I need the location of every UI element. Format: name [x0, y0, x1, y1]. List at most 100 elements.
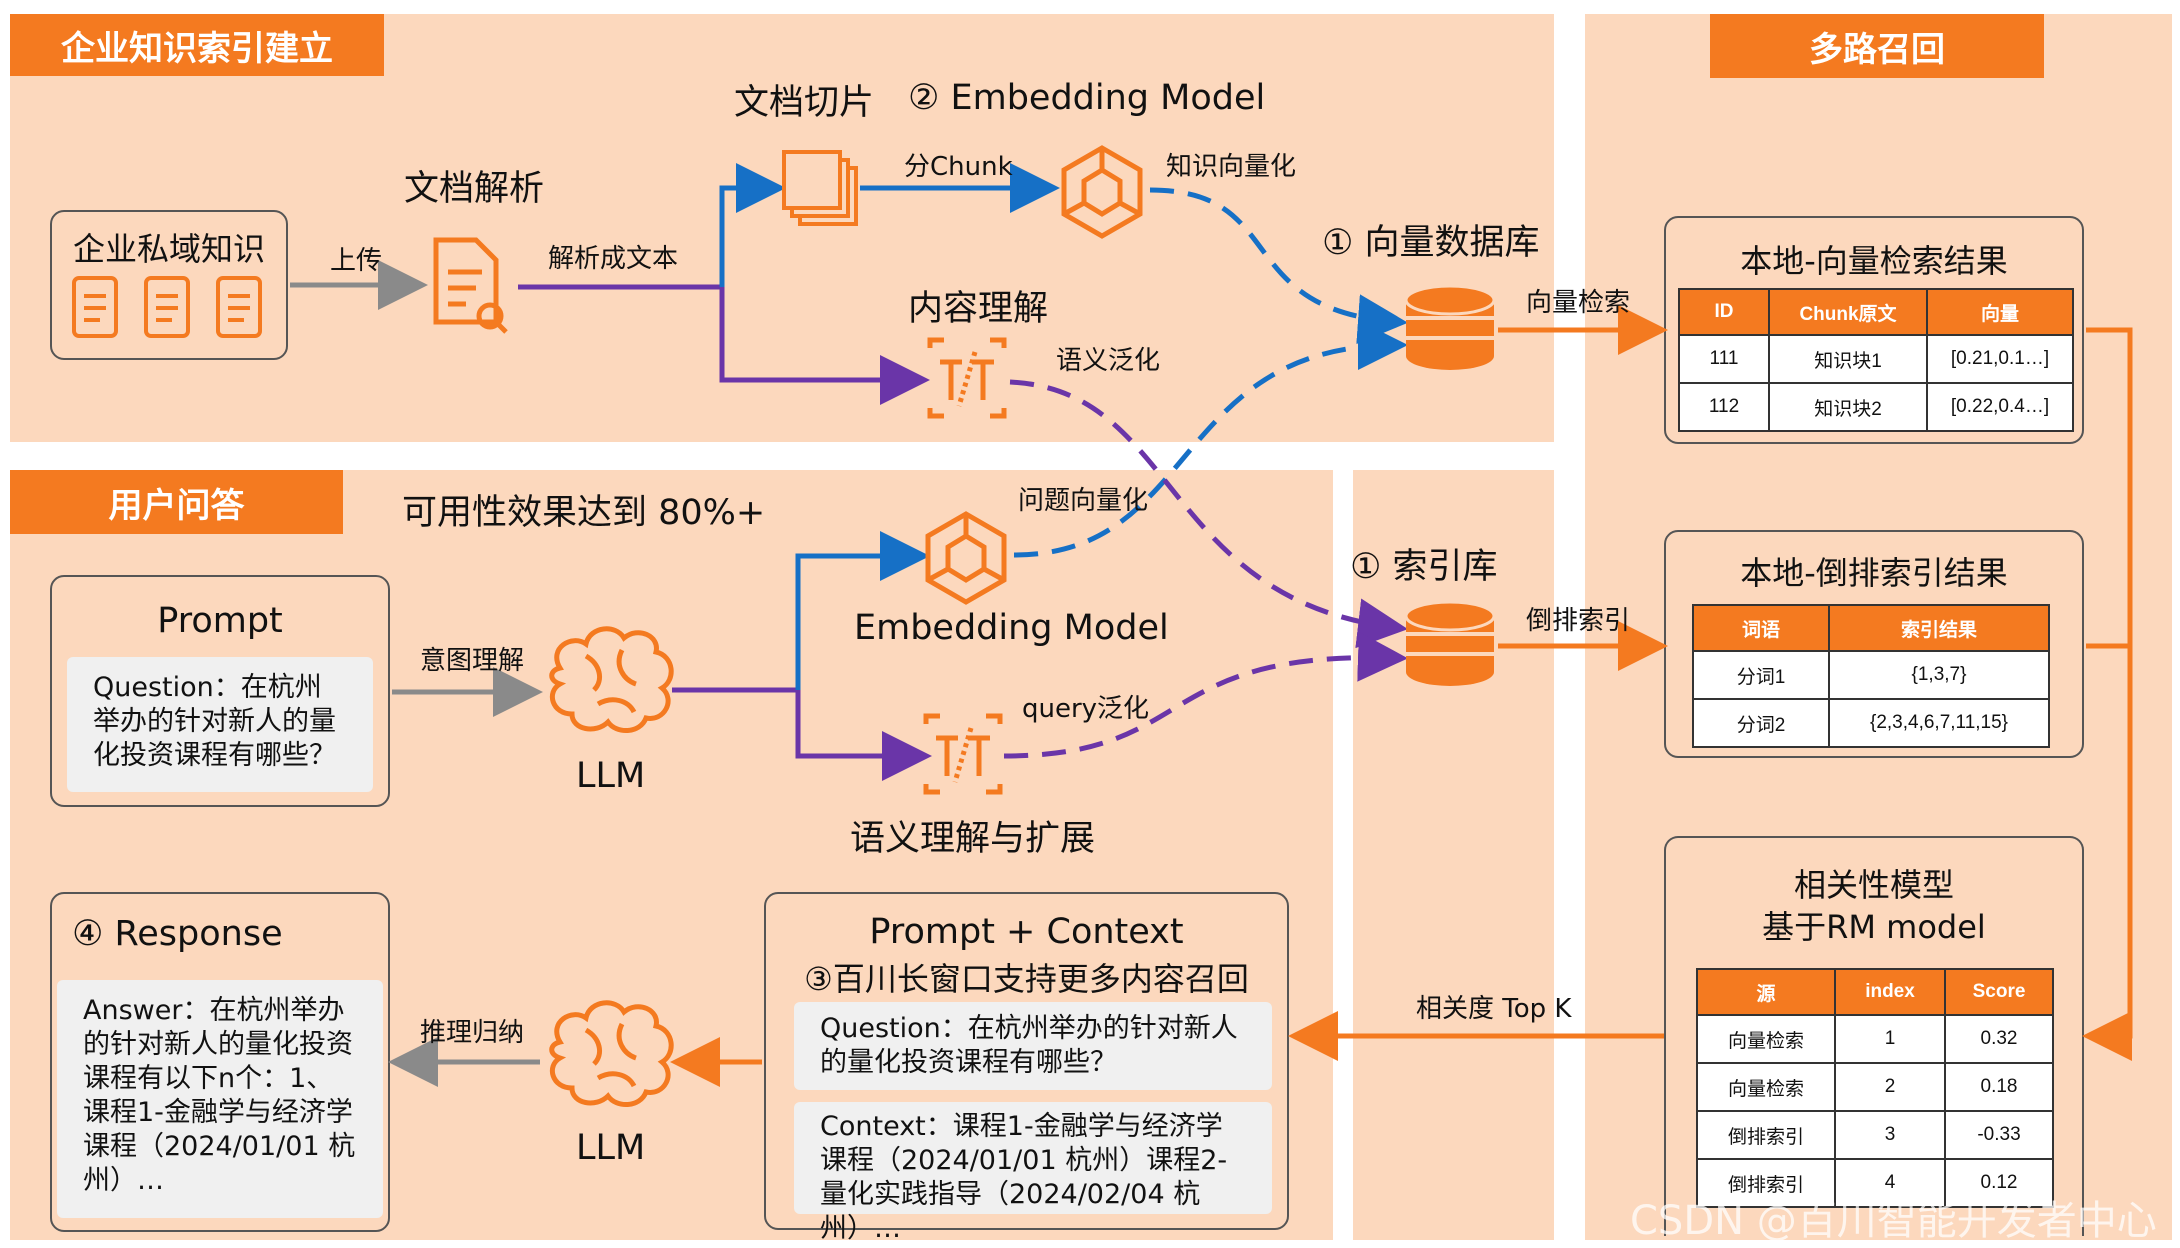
table-cell: {1,3,7}: [1828, 650, 2050, 700]
index-db-label: ① 索引库: [1350, 547, 1498, 587]
table-header: 向量: [1926, 288, 2074, 336]
rm-title-1: 相关性模型: [1793, 866, 1954, 904]
table-row: 向量检索 1 0.32: [1696, 1014, 2054, 1064]
table-header-row: 源 index Score: [1696, 968, 2054, 1016]
parse-to-text-label: 解析成文本: [548, 244, 679, 274]
watermark: CSDN @百川智能开发者中心: [1630, 1198, 2157, 1244]
llm-label: LLM: [576, 756, 646, 796]
embedding-model-icon: [925, 511, 1007, 605]
pc-question: Question：在杭州举办的针对新人的量化投资课程有哪些？: [794, 1002, 1272, 1090]
llm-query-line: [672, 687, 932, 781]
table-cell: 1: [1834, 1014, 1946, 1064]
question-vectorize-dash: [1013, 320, 1408, 558]
table-cell: [0.21,0.1…]: [1926, 334, 2074, 384]
table-row: 111 知识块1 [0.21,0.1…]: [1678, 334, 2074, 384]
doc-parse-label: 文档解析: [404, 169, 545, 209]
index-build-tag: 企业知识索引建立: [10, 14, 384, 76]
llm-label-2: LLM: [576, 1128, 646, 1168]
table-header: index: [1834, 968, 1946, 1016]
table-cell: 112: [1678, 382, 1770, 432]
response-title: ④ Response: [72, 914, 283, 954]
table-cell: 0.12: [1944, 1158, 2054, 1208]
topk-label: 相关度 Top K: [1416, 994, 1572, 1024]
document-icon: [216, 276, 262, 338]
query-generalize-dash: [1003, 631, 1408, 759]
inverted-result-table: 词语 索引结果 分词1 {1,3,7} 分词2 {2,3,4,6,7,11,15…: [1692, 604, 2050, 748]
embedding-model-icon: [1061, 145, 1143, 239]
vector-result-table: ID Chunk原文 向量 111 知识块1 [0.21,0.1…] 112 知…: [1678, 288, 2074, 432]
table-row: 分词2 {2,3,4,6,7,11,15}: [1692, 698, 2050, 748]
question-vectorize-label: 问题向量化: [1018, 486, 1149, 516]
table-cell: 3: [1834, 1110, 1946, 1160]
table-cell: 分词1: [1692, 650, 1830, 700]
vectorize-label: 知识向量化: [1166, 152, 1297, 182]
index-db-panel: [1353, 470, 1554, 1240]
embedding-model-label: Embedding Model: [854, 608, 1169, 648]
multi-recall-tag: 多路召回: [1710, 14, 2044, 78]
semantic-generalize-dash: [1009, 379, 1408, 649]
upload-label: 上传: [330, 246, 383, 276]
table-header: Score: [1944, 968, 2054, 1016]
table-cell: {2,3,4,6,7,11,15}: [1828, 698, 2050, 748]
private-knowledge-label: 企业私域知识: [72, 230, 265, 268]
table-cell: [0.22,0.4…]: [1926, 382, 2074, 432]
prompt-title: Prompt: [157, 601, 283, 641]
vector-search-label: 向量检索: [1526, 288, 1631, 318]
document-search-icon: [433, 237, 508, 334]
table-header-row: 词语 索引结果: [1692, 604, 2050, 652]
table-header: 词语: [1692, 604, 1830, 652]
semantic-generalize-label: 语义泛化: [1056, 346, 1161, 376]
table-cell: 0.18: [1944, 1062, 2054, 1112]
document-icon: [72, 276, 118, 338]
table-cell: 0.32: [1944, 1014, 2054, 1064]
rm-table: 源 index Score 向量检索 1 0.32 向量检索 2 0.18 倒排…: [1696, 968, 2054, 1208]
vector-db-label: ① 向量数据库: [1322, 223, 1540, 263]
table-cell: 知识块2: [1768, 382, 1928, 432]
slice-line: [719, 163, 786, 287]
table-cell: 4: [1834, 1158, 1946, 1208]
inverted-index-label: 倒排索引: [1526, 606, 1631, 636]
query-generalize-label: query泛化: [1022, 694, 1150, 724]
index-database-icon: [1404, 600, 1496, 686]
table-cell: 2: [1834, 1062, 1946, 1112]
vector-result-title: 本地-向量检索结果: [1740, 242, 2008, 280]
doc-slice-label: 文档切片: [734, 83, 875, 123]
availability-label: 可用性效果达到 80%+: [402, 493, 766, 533]
table-header: ID: [1678, 288, 1770, 336]
pc-subtitle: ③百川长窗口支持更多内容召回: [804, 960, 1249, 998]
table-row: 分词1 {1,3,7}: [1692, 650, 2050, 700]
rm-title-2: 基于RM model: [1762, 908, 1986, 946]
document-icon: [144, 276, 190, 338]
table-cell: -0.33: [1944, 1110, 2054, 1160]
table-header: 源: [1696, 968, 1836, 1016]
response-answer: Answer：在杭州举办的针对新人的量化投资课程有以下n个：1、课程1-金融学与…: [57, 980, 383, 1218]
inverted-result-title: 本地-倒排索引结果: [1740, 554, 2008, 592]
table-cell: 分词2: [1692, 698, 1830, 748]
llm-embed-line: [795, 531, 930, 690]
knowledge-vectorize-dash: [1149, 187, 1408, 345]
table-cell: 知识块1: [1768, 334, 1928, 384]
pc-title: Prompt + Context: [869, 912, 1184, 952]
table-row: 向量检索 2 0.18: [1696, 1062, 2054, 1112]
table-cell: 倒排索引: [1696, 1158, 1836, 1208]
chunk-label: 分Chunk: [904, 152, 1013, 182]
merge-line: [2082, 327, 2133, 1061]
prompt-question: Question：在杭州举办的针对新人的量化投资课程有哪些？: [67, 657, 373, 792]
brain-icon: [549, 1000, 674, 1107]
pc-context: Context：课程1-金融学与经济学课程（2024/01/01 杭州）课程2-…: [794, 1102, 1272, 1244]
reasoning-label: 推理归纳: [420, 1018, 525, 1048]
text-transform-icon: [927, 337, 1007, 419]
parse-line: [518, 284, 930, 405]
stacked-pages-icon: [782, 150, 858, 226]
table-cell: 向量检索: [1696, 1062, 1836, 1112]
table-cell: 111: [1678, 334, 1770, 384]
user-qa-tag: 用户问答: [10, 470, 343, 534]
table-row: 倒排索引 3 -0.33: [1696, 1110, 2054, 1160]
table-header-row: ID Chunk原文 向量: [1678, 288, 2074, 336]
table-header: 索引结果: [1828, 604, 2050, 652]
table-row: 倒排索引 4 0.12: [1696, 1158, 2054, 1208]
semantic-expand-label: 语义理解与扩展: [850, 819, 1096, 859]
text-transform-icon: [923, 713, 1003, 795]
vector-database-icon: [1404, 284, 1496, 370]
